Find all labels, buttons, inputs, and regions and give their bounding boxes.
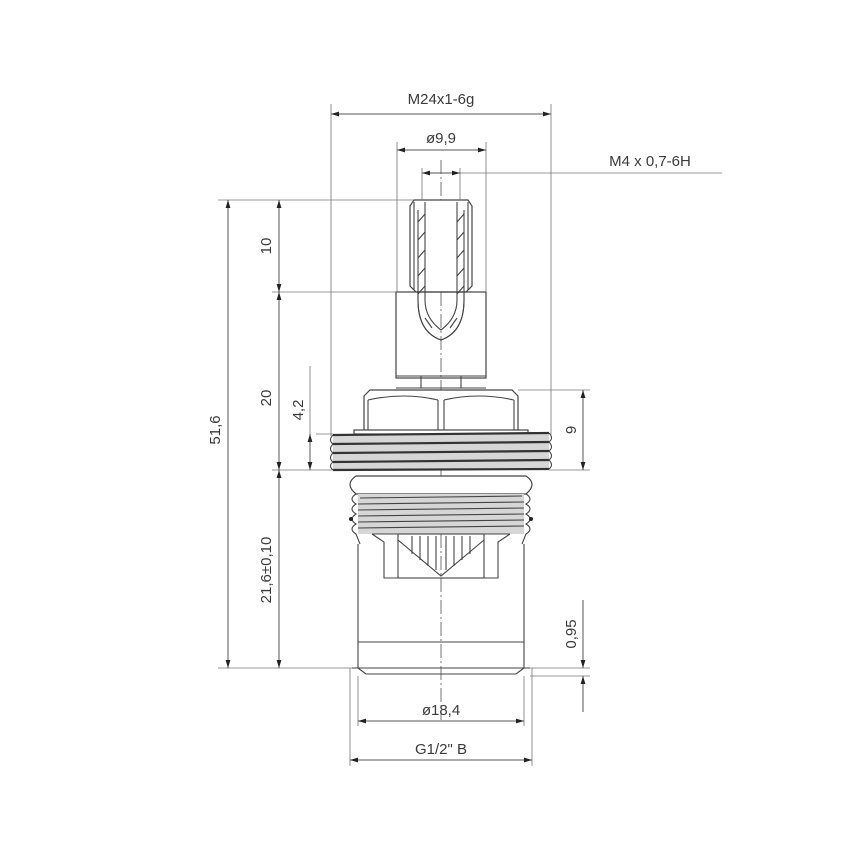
hex-nut bbox=[353, 389, 529, 435]
cartridge-body bbox=[329, 160, 553, 720]
lower-thread-g12 bbox=[349, 493, 533, 545]
label-connection-thread: G1/2" B bbox=[415, 741, 467, 758]
spline-stem bbox=[409, 199, 473, 341]
stem-shoulder bbox=[395, 291, 487, 389]
label-stem-diameter: ø9,9 bbox=[426, 130, 456, 147]
label-outer-thread: M24x1-6g bbox=[408, 91, 475, 108]
label-lower-body-height: 21,6±0,10 bbox=[258, 537, 275, 604]
oring-groove bbox=[349, 475, 533, 495]
outer-thread-m24 bbox=[329, 431, 553, 472]
label-inner-thread: M4 x 0,7-6H bbox=[609, 153, 691, 170]
bore-thread-hatch bbox=[417, 213, 465, 329]
label-total-height: 51,6 bbox=[207, 415, 224, 444]
ceramic-disc-area bbox=[371, 533, 511, 579]
label-stem-top-height: 10 bbox=[258, 238, 275, 255]
label-hex-height: 9 bbox=[563, 426, 580, 434]
label-thread-offset: 4,2 bbox=[290, 400, 307, 421]
label-bottom-diameter: ø18,4 bbox=[422, 702, 460, 719]
label-upper-body-height: 20 bbox=[258, 390, 275, 407]
label-bottom-step: 0,95 bbox=[563, 619, 580, 648]
dimension-lines bbox=[218, 104, 722, 766]
bottom-body bbox=[352, 544, 530, 675]
